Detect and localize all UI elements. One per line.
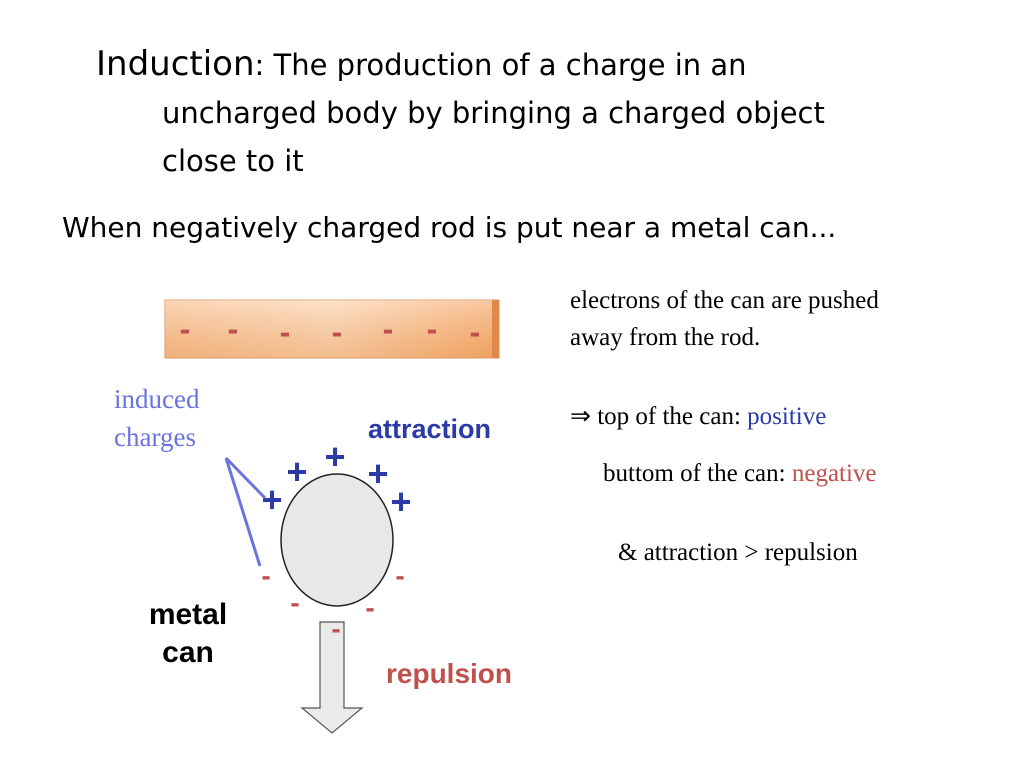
charged-rod xyxy=(164,299,500,359)
repulsion-label: repulsion xyxy=(386,658,513,689)
slide-subtitle: When negatively charged rod is put near … xyxy=(62,211,837,244)
top-of-can-text: ⇒ top of the can: positive xyxy=(570,400,826,434)
negative-charge: - xyxy=(365,592,374,623)
rod-charge: - xyxy=(332,314,343,350)
slide-title: Induction: The production of a charge in… xyxy=(96,40,956,185)
bottom-of-can-value: negative xyxy=(791,460,877,487)
rod-end xyxy=(492,300,499,358)
negative-charge: - xyxy=(395,560,404,591)
induced-charges-pointer xyxy=(224,456,267,567)
positive-charges: + + + + + xyxy=(261,436,411,522)
title-line-2: uncharged body by bringing a charged obj… xyxy=(162,96,825,130)
top-of-can-value: positive xyxy=(747,403,827,430)
title-term: Induction xyxy=(96,44,255,84)
rod-shading xyxy=(165,300,499,358)
metal-can-line-2: can xyxy=(162,636,214,669)
arrow-negative-charge: - xyxy=(331,613,340,644)
induced-line-1: induced xyxy=(114,384,200,414)
positive-charge: + xyxy=(286,451,307,492)
title-line-3: close to it xyxy=(162,144,304,178)
bottom-of-can-label: buttom of the can: xyxy=(603,460,792,487)
rod-charge: - xyxy=(383,311,394,347)
negative-charges: - - - - xyxy=(261,560,404,623)
title-line-1: Induction: The production of a charge in… xyxy=(96,40,956,89)
rod-charge: - xyxy=(427,311,438,347)
bottom-of-can-text: buttom of the can: negative xyxy=(603,457,877,491)
positive-charge: + xyxy=(390,481,411,522)
induced-charges-label: induced charges xyxy=(114,380,244,456)
top-of-can-label: top of the can: xyxy=(590,403,748,430)
rod-charge: - xyxy=(228,311,239,347)
rod-charges: - - - - - - - xyxy=(180,311,481,350)
attraction-label: attraction xyxy=(368,414,492,444)
repulsion-arrow-icon xyxy=(300,621,364,734)
rod-charge: - xyxy=(180,311,191,347)
positive-charge: + xyxy=(324,436,345,477)
metal-can-line-1: metal xyxy=(148,598,228,631)
attraction-vs-repulsion: & attraction > repulsion xyxy=(618,539,858,566)
electrons-line-2: away from the rod. xyxy=(570,324,761,351)
negative-charge: - xyxy=(261,560,270,591)
metal-can xyxy=(280,473,394,607)
electrons-line-1: electrons of the can are pushed xyxy=(570,287,879,314)
title-definition-1: : The production of a charge in an xyxy=(254,48,747,82)
induced-line-2: charges xyxy=(114,422,196,452)
negative-charge: - xyxy=(290,587,299,618)
positive-charge: + xyxy=(261,479,282,520)
electrons-explanation: electrons of the can are pushed away fro… xyxy=(570,282,1010,356)
rod-charge: - xyxy=(280,314,291,350)
positive-charge: + xyxy=(367,453,388,494)
pointer-to-negative xyxy=(224,457,262,567)
pointer-to-positive xyxy=(224,456,267,500)
implies-arrow-icon: ⇒ xyxy=(570,403,591,430)
rod-charge: - xyxy=(470,314,481,350)
metal-can-label: metal can xyxy=(138,596,238,672)
